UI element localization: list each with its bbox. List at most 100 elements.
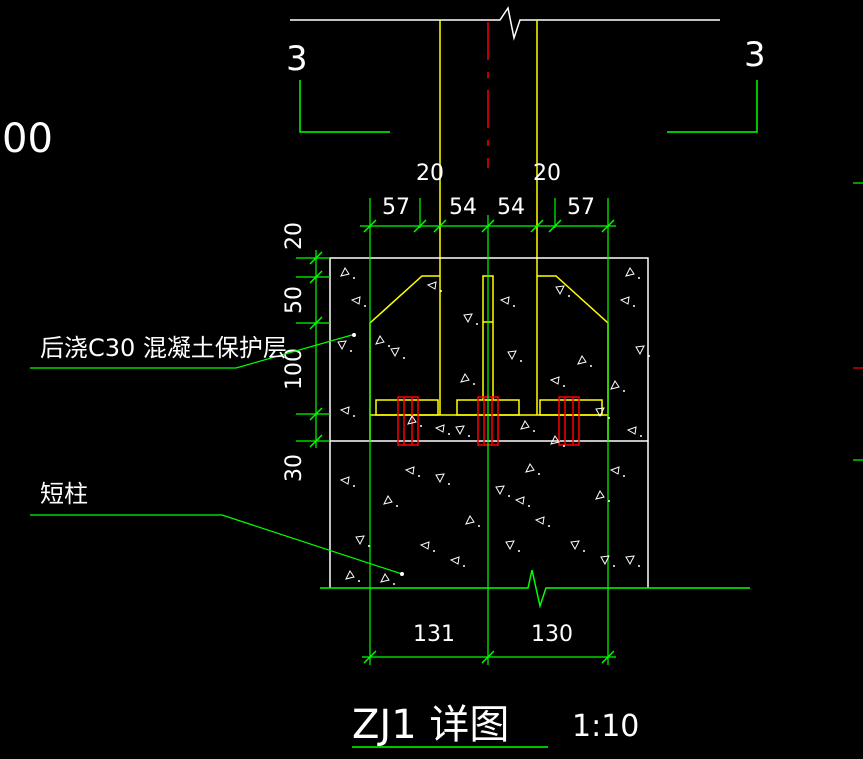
concrete-hatch: [337, 267, 650, 585]
aggregate-dot: [353, 277, 355, 279]
aggregate-mark: [404, 466, 415, 475]
aggregate-mark: [339, 476, 350, 485]
aggregate-dot: [563, 385, 565, 387]
aggregate-dot: [633, 305, 635, 307]
aggregate-dot: [538, 473, 540, 475]
aggregate-mark: [380, 573, 390, 583]
aggregate-mark: [555, 285, 565, 296]
dim-54-left: 54: [449, 195, 477, 220]
annotation-short-column: 短柱: [40, 480, 88, 508]
aggregate-mark: [619, 296, 630, 305]
aggregate-dot: [623, 475, 625, 477]
aggregate-dot: [403, 357, 405, 359]
concrete-outline: [329, 257, 649, 588]
section-mark-left: 3: [286, 39, 308, 79]
aggregate-dot: [448, 433, 450, 435]
aggregate-dot: [623, 390, 625, 392]
aggregate-mark: [499, 296, 510, 305]
aggregate-mark: [383, 495, 393, 505]
section-cut-marks: [299, 80, 758, 133]
partial-label: 00: [2, 116, 53, 162]
aggregate-dot: [388, 345, 390, 347]
aggregate-mark: [625, 555, 635, 566]
aggregate-mark: [507, 350, 517, 361]
aggregate-dot: [420, 425, 422, 427]
aggregate-mark: [463, 313, 473, 324]
dim-vert-20: 20: [282, 222, 307, 250]
dim-57-right: 57: [567, 195, 595, 220]
leader-dots: [352, 333, 404, 576]
aggregate-mark: [610, 380, 620, 390]
aggregate-dot: [608, 500, 610, 502]
aggregate-dot: [478, 525, 480, 527]
aggregate-mark: [355, 535, 365, 546]
aggregate-mark: [514, 496, 525, 505]
aggregate-dot: [548, 525, 550, 527]
aggregate-mark: [570, 540, 580, 551]
aggregate-mark: [505, 540, 515, 551]
aggregate-dot: [608, 417, 610, 419]
aggregate-mark: [449, 556, 460, 565]
aggregate-dot: [640, 435, 642, 437]
aggregate-mark: [625, 267, 635, 277]
grid-lines: [296, 198, 609, 665]
column-flange-lines: [439, 20, 538, 415]
aggregate-dot: [533, 430, 535, 432]
aggregate-dot: [583, 550, 585, 552]
aggregate-dot: [508, 495, 510, 497]
dim-20-left: 20: [416, 161, 444, 186]
aggregate-dot: [648, 355, 650, 357]
aggregate-dot: [463, 565, 465, 567]
annotation-protective-layer: 后浇C30 混凝土保护层: [40, 334, 287, 362]
right-edge-marks: [853, 182, 863, 461]
aggregate-dot: [353, 485, 355, 487]
aggregate-dot: [473, 383, 475, 385]
dim-54-right: 54: [497, 195, 525, 220]
aggregate-dot: [364, 305, 366, 307]
aggregate-dot: [433, 550, 435, 552]
aggregate-mark: [609, 466, 620, 475]
dimension-text: 20 20 57 54 54 57 20 50 100 30 131 130: [282, 161, 595, 647]
aggregate-dot: [358, 580, 360, 582]
aggregate-mark: [435, 473, 445, 484]
aggregate-mark: [340, 267, 350, 277]
aggregate-dot: [396, 505, 398, 507]
aggregate-mark: [337, 340, 347, 351]
aggregate-mark: [426, 281, 437, 290]
anchor-bolts: [397, 396, 580, 446]
aggregate-mark: [626, 426, 637, 435]
aggregate-mark: [390, 347, 400, 358]
leader-lines: [30, 334, 403, 575]
aggregate-mark: [375, 335, 385, 345]
dim-vert-30: 30: [282, 454, 307, 482]
aggregate-dot: [518, 550, 520, 552]
aggregate-dot: [520, 360, 522, 362]
aggregate-dot: [563, 445, 565, 447]
dim-vert-50: 50: [282, 286, 307, 314]
aggregate-mark: [407, 415, 417, 425]
dim-57-left: 57: [382, 195, 410, 220]
aggregate-mark: [455, 425, 465, 436]
aggregate-dot: [368, 545, 370, 547]
aggregate-dot: [476, 323, 478, 325]
dim-131: 131: [413, 622, 455, 647]
aggregate-mark: [550, 435, 560, 445]
aggregate-dot: [448, 483, 450, 485]
aggregate-mark: [350, 296, 361, 305]
aggregate-dot: [638, 277, 640, 279]
aggregate-mark: [345, 570, 355, 580]
drawing-title: ZJ1 详图: [352, 702, 509, 748]
aggregate-dot: [418, 475, 420, 477]
dim-130: 130: [531, 622, 573, 647]
aggregate-mark: [577, 355, 587, 365]
aggregate-dot: [590, 365, 592, 367]
dimension-ticks: [309, 219, 615, 664]
column-outline: [290, 6, 720, 41]
aggregate-mark: [635, 345, 645, 356]
aggregate-mark: [595, 490, 605, 500]
aggregate-mark: [434, 424, 445, 433]
aggregate-dot: [513, 305, 515, 307]
base-break-line: [320, 569, 750, 609]
aggregate-mark: [525, 463, 535, 473]
